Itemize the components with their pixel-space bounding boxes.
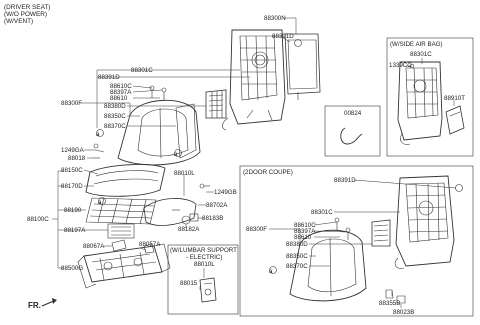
track-cover [111,239,127,252]
part-label: 88010L [174,170,195,177]
seat-track-frame [77,243,171,289]
part-label: 88380D [104,103,126,110]
airbag-seat-frame [397,61,443,145]
callout-a-label: a [174,151,178,158]
back-cover [117,99,201,166]
part-label: 1339CC [389,62,412,69]
coupe-back-cover [289,229,367,302]
part-label: 88397A [110,89,132,96]
lumbar-leader-lines [199,268,205,290]
part-label: 88301C [311,209,333,216]
part-label: 88391D [98,74,120,81]
part-label: 88350C [286,253,308,260]
coupe-lever [385,289,406,304]
part-label: 88023B [393,309,415,316]
part-label: 88355B [379,300,401,307]
side-shield [143,198,197,226]
back-panel [284,33,321,100]
headrest-guide [455,184,463,192]
header-line: (W/VENT) [4,18,34,25]
part-label: 88301C [410,51,432,58]
part-label: 88702A [206,202,228,209]
lumbar-title: (W/LUMBAR SUPPORT [170,247,237,254]
part-label: 88610C [294,222,316,229]
part-label: 88610 [294,234,312,241]
part-00824-box [324,105,381,157]
part-label: 88610 [110,95,128,102]
part-label: 88300F [61,100,82,107]
part-label: 88100C [27,216,49,223]
part-label: 88397A [294,228,316,235]
callout-a-label: a [96,131,100,138]
bolt-icon [92,85,210,189]
airbag-leader-lines [406,58,455,106]
header-line: (W/O POWER) [4,11,47,18]
part-label: 88301C [131,67,153,74]
lumbar-pad [205,89,227,119]
lumbar-switch [199,277,217,303]
airbag-module [445,105,465,135]
part-label: 1249GA [61,147,84,154]
part-label: 88370C [286,263,308,270]
coupe-leader-lines [269,179,457,308]
part-label: 88300N [264,15,286,22]
cushion-cover [85,164,166,197]
headrest-guide [294,39,302,47]
seat-back-frame [222,29,286,131]
lumbar-box [167,244,239,315]
bolt-icon [334,217,351,240]
part-label: 88015 [180,280,198,287]
side-airbag-box [386,37,474,157]
part-label: 88182A [178,226,200,233]
callout-a [269,266,277,274]
back-side-panel [175,103,197,159]
callout-a-label: a [98,199,102,206]
header-line: (DRIVER SEAT) [4,4,51,11]
coupe-lumbar-pad [371,219,391,247]
front-direction-label: FR. [28,301,41,310]
callout-a [174,149,182,157]
coupe-seat-frame [394,175,455,269]
part-label: 88190 [64,207,82,214]
part-label: 88380D [286,241,308,248]
part-label: 88391D [334,177,356,184]
part-label: 1249GB [214,189,237,196]
part-label: 88067A [83,243,105,250]
part-label: 88018 [68,155,86,162]
part-label: 88500G [61,265,84,272]
door-coupe-title: (2DOOR COUPE) [243,169,293,176]
callout-a [96,129,104,137]
knob-cover [189,213,199,222]
part-00824-label: 00824 [344,110,362,117]
part-label: 88610C [110,83,132,90]
part-label: 88170D [61,183,83,190]
lumbar-title: - ELECTRIC) [186,254,223,261]
part-label: 88010L [194,261,215,268]
part-label: 88350C [104,113,126,120]
door-coupe-box [239,165,474,317]
part-label: 88150C [61,167,83,174]
cushion-heater-mat [85,197,157,225]
part-label: 88057A [139,241,161,248]
part-label: 88370C [104,123,126,130]
part-label: 88910T [444,95,465,102]
leader-lines [52,17,297,269]
part-label: 88197A [64,227,86,234]
callout-a [98,197,106,205]
track-cover-small [143,243,155,254]
part-label: 88183B [202,215,224,222]
callout-a-label: a [269,268,273,275]
retainer-clip [340,127,363,145]
part-label: 88391D [272,33,294,40]
part-label: 88300F [246,226,267,233]
side-airbag-title: (W/SIDE AIR BAG) [390,41,443,48]
cushion-blower [107,223,135,239]
